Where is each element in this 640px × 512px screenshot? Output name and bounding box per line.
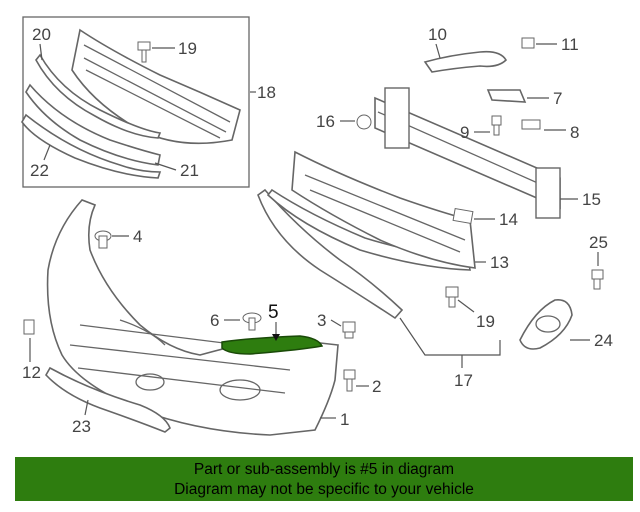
- callout-1: 1: [340, 410, 349, 429]
- callout-3: 3: [317, 311, 326, 330]
- callout-16: 16: [316, 112, 335, 131]
- clip-icon-12: [23, 319, 35, 335]
- grille-molding-20: [35, 53, 162, 139]
- banner-line-1: Part or sub-assembly is #5 in diagram: [193, 461, 455, 478]
- callout-21: 21: [180, 161, 199, 180]
- callout-14: 14: [499, 210, 518, 229]
- bolt-icon-2: [343, 369, 356, 392]
- bracket-7: [486, 89, 527, 103]
- parts-diagram: 20 19 18 22 21 1 5 6 3 2: [21, 16, 613, 436]
- callout-19-inset: 19: [178, 39, 197, 58]
- upper-grille: [71, 28, 241, 145]
- callout-6: 6: [210, 311, 219, 330]
- nut-icon-3: [342, 321, 356, 339]
- bracket-14: [452, 207, 474, 225]
- bolt-icon-11: [521, 37, 535, 49]
- callout-5: 5: [268, 302, 279, 323]
- part-5-highlighted: [221, 335, 324, 355]
- bolt-icon-25: [591, 269, 604, 290]
- callout-12: 12: [22, 363, 41, 382]
- callout-20: 20: [32, 25, 51, 44]
- nut-icon-16: [356, 114, 372, 130]
- callout-24: 24: [594, 331, 613, 350]
- grille-strip-21: [21, 113, 162, 179]
- clip-icon-6: [242, 312, 262, 331]
- fog-lamp-cover-24: [519, 298, 573, 350]
- callout-2: 2: [372, 377, 381, 396]
- bracket-10: [423, 50, 508, 73]
- callout-19-right: 19: [476, 312, 495, 331]
- front-bumper-cover: [46, 199, 339, 436]
- lower-molding-23: [45, 366, 171, 433]
- callout-10: 10: [428, 25, 447, 44]
- bolt-icon-19: [445, 286, 459, 308]
- callout-7: 7: [553, 89, 562, 108]
- part-info-banner: Part or sub-assembly is #5 in diagram Di…: [15, 457, 633, 501]
- callout-22: 22: [30, 161, 49, 180]
- callout-25: 25: [589, 233, 608, 252]
- bolt-icon: [137, 41, 151, 63]
- grille-molding-22: [25, 83, 161, 166]
- callout-15: 15: [582, 190, 601, 209]
- grille-inset-box: [22, 16, 250, 188]
- callout-8: 8: [570, 123, 579, 142]
- callout-13: 13: [490, 253, 509, 272]
- bolt-icon-8: [521, 119, 541, 130]
- callout-4: 4: [133, 227, 142, 246]
- energy-absorber: [291, 150, 476, 269]
- banner-line-2: Diagram may not be specific to your vehi…: [174, 481, 474, 498]
- callout-9: 9: [460, 123, 469, 142]
- callout-23: 23: [72, 417, 91, 436]
- callout-17: 17: [454, 371, 473, 390]
- bolt-icon-9: [491, 115, 502, 136]
- clip-icon-4: [94, 230, 112, 249]
- callout-18: 18: [257, 83, 276, 102]
- callout-11: 11: [561, 35, 579, 54]
- bumper-beam-15: [374, 87, 561, 219]
